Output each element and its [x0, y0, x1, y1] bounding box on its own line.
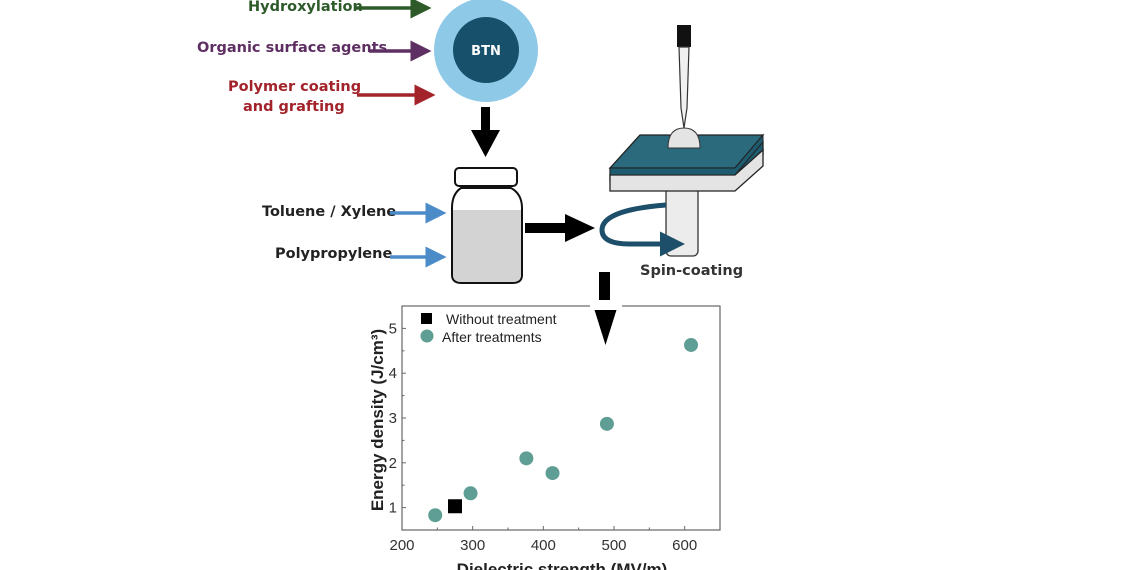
data-point-after-treatment — [684, 337, 699, 352]
legend-without-treatment: Without treatment — [446, 311, 557, 327]
data-point-after-treatment — [545, 466, 560, 481]
btn-label: BTN — [471, 44, 501, 59]
y-tick-label: 4 — [389, 365, 397, 382]
input-label-polypropylene: Polypropylene — [275, 246, 393, 262]
x-tick-label: 400 — [531, 537, 556, 554]
btn-particle: BTN — [434, 0, 538, 102]
vial-icon — [451, 167, 523, 284]
modifier-label-polymer-coating-line1: Polymer coating — [228, 79, 362, 95]
data-point-without-treatment — [448, 499, 462, 514]
legend-marker-circle — [420, 329, 434, 343]
x-axis-label: Dielectric strength (MV/m) — [457, 560, 668, 570]
x-tick-label: 600 — [672, 537, 697, 554]
input-label-toluene-xylene: Toluene / Xylene — [262, 204, 397, 220]
data-point-after-treatment — [463, 486, 478, 501]
legend-after-treatments: After treatments — [442, 329, 542, 345]
modifier-label-organic-surface-agents: Organic surface agents — [197, 40, 388, 56]
y-axis-label: Energy density (J/cm³) — [368, 329, 387, 511]
x-tick-label: 300 — [460, 537, 485, 554]
y-tick-label: 5 — [389, 320, 397, 337]
arrow-particle-to-vial — [471, 107, 500, 157]
data-point-after-treatment — [428, 508, 443, 523]
modifier-label-hydroxylation: Hydroxylation — [248, 0, 363, 15]
y-tick-label: 1 — [389, 500, 397, 517]
y-tick-label: 3 — [389, 410, 397, 427]
modifier-label-polymer-coating-line2: and grafting — [243, 99, 345, 115]
spin-coater-icon — [599, 25, 765, 257]
x-tick-label: 200 — [389, 537, 414, 554]
arrow-spin-to-chart — [592, 272, 619, 345]
y-tick-label: 2 — [389, 455, 397, 472]
arrow-vial-to-spin-coater — [525, 214, 595, 242]
x-tick-label: 500 — [601, 537, 626, 554]
data-point-after-treatment — [599, 416, 614, 431]
data-point-after-treatment — [519, 451, 534, 466]
legend-marker-square — [421, 313, 432, 324]
spin-coating-label: Spin-coating — [640, 263, 744, 279]
